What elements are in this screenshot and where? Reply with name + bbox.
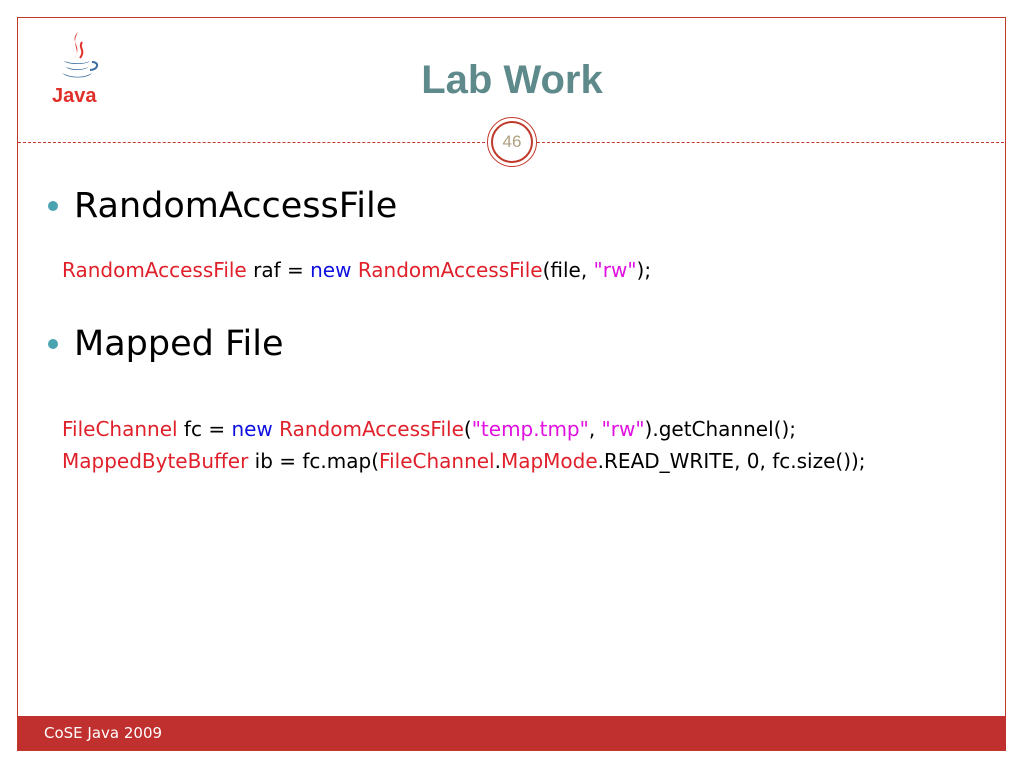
footer-bar: CoSE Java 2009	[18, 716, 1006, 750]
code-token-plain: .	[494, 449, 501, 473]
code-token-plain: (file,	[542, 258, 594, 282]
code-line-filechannel: FileChannel fc = new RandomAccessFile("t…	[62, 414, 796, 445]
code-token-string: "rw"	[601, 417, 645, 441]
code-token-plain: raf =	[246, 258, 311, 282]
code-token-plain: ib = fc.map(	[248, 449, 380, 473]
code-token-class: FileChannel	[379, 449, 495, 473]
page-number-badge: 46	[487, 117, 537, 167]
code-token-plain: fc =	[177, 417, 232, 441]
bullet-label: RandomAccessFile	[74, 186, 398, 226]
code-line-raf: RandomAccessFile raf = new RandomAccessF…	[62, 255, 651, 286]
code-token-string: "rw"	[593, 258, 637, 282]
code-token-plain: .READ_WRITE, 0, fc.size());	[597, 449, 866, 473]
code-token-class: FileChannel	[62, 417, 178, 441]
code-token-plain: ,	[588, 417, 602, 441]
code-token-string: "temp.tmp"	[471, 417, 589, 441]
code-token-class: RandomAccessFile	[357, 258, 543, 282]
bullet-dot-icon	[48, 201, 58, 211]
bullet-item: RandomAccessFile	[48, 186, 397, 226]
code-token-class: MappedByteBuffer	[62, 449, 249, 473]
bullet-label: Mapped File	[74, 324, 284, 364]
bullet-item: Mapped File	[48, 324, 284, 364]
java-steam-icon	[74, 32, 78, 58]
page-number: 46	[491, 121, 533, 163]
code-token-keyword: new	[310, 258, 352, 282]
java-logo: Java	[48, 28, 104, 108]
footer-text: CoSE Java 2009	[44, 724, 163, 742]
code-token-class: MapMode	[500, 449, 598, 473]
code-line-mapped: MappedByteBuffer ib = fc.map(FileChannel…	[62, 446, 866, 477]
code-token-keyword: new	[231, 417, 273, 441]
code-token-plain: );	[636, 258, 652, 282]
code-token-plain: ).getChannel();	[644, 417, 796, 441]
bullet-dot-icon	[48, 339, 58, 349]
code-token-class: RandomAccessFile	[62, 258, 247, 282]
code-token-plain: (	[463, 417, 472, 441]
slide-title: Lab Work	[421, 58, 603, 102]
code-token-class: RandomAccessFile	[279, 417, 464, 441]
java-logo-text: Java	[52, 85, 97, 107]
